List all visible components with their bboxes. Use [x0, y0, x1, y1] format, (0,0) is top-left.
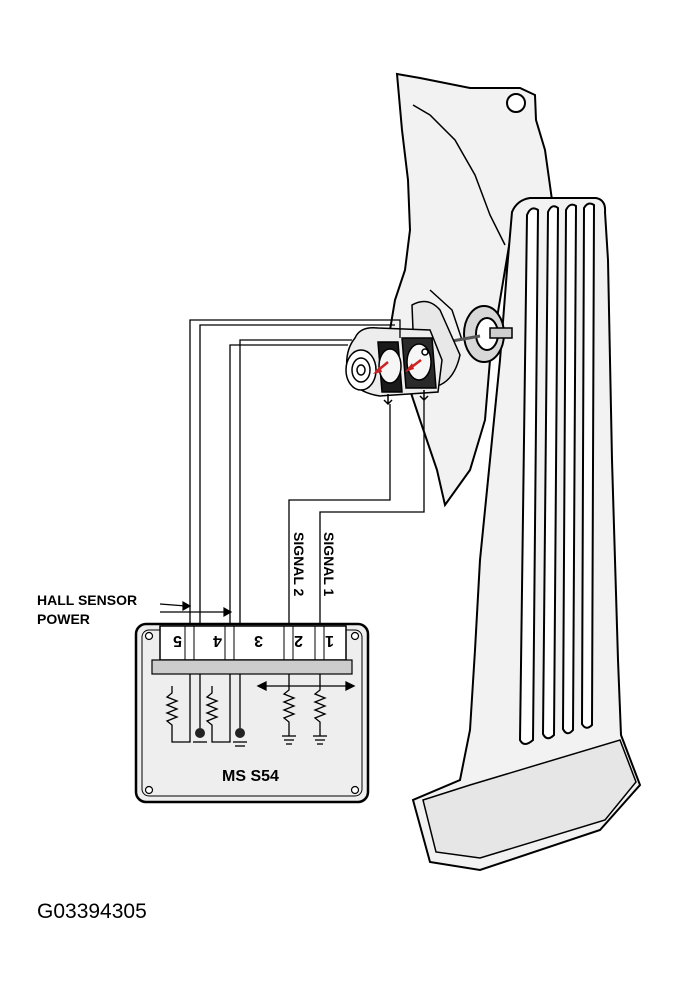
module-internal-circuit: [165, 674, 356, 747]
pin-3-label: 3: [254, 632, 263, 649]
pin-2-label: 2: [294, 632, 303, 649]
pin-4-label: 4: [213, 632, 222, 649]
pin-5-label: 5: [173, 632, 182, 649]
hall-sensor-power-label-line2: POWER: [37, 611, 90, 627]
pedal-pivot-bushing: [429, 305, 513, 363]
module-ground-dots: [195, 728, 245, 738]
signal-1-label: SIGNAL 1: [321, 532, 337, 597]
wiring-harness: [189, 319, 425, 637]
pin-1-label: 1: [325, 632, 334, 649]
hall-sensor-assembly: [345, 300, 461, 406]
pedal-bracket: [388, 72, 554, 508]
hall-power-arrows: [159, 600, 233, 618]
ms-s54-control-module: [134, 622, 370, 804]
hall-sensor-power-label-line1: HALL SENSOR: [37, 592, 137, 608]
module-label: MS S54: [222, 768, 279, 785]
figure-code: G03394305: [37, 900, 147, 923]
signal-2-label: SIGNAL 2: [291, 532, 307, 597]
pedal-pad: [411, 197, 642, 872]
